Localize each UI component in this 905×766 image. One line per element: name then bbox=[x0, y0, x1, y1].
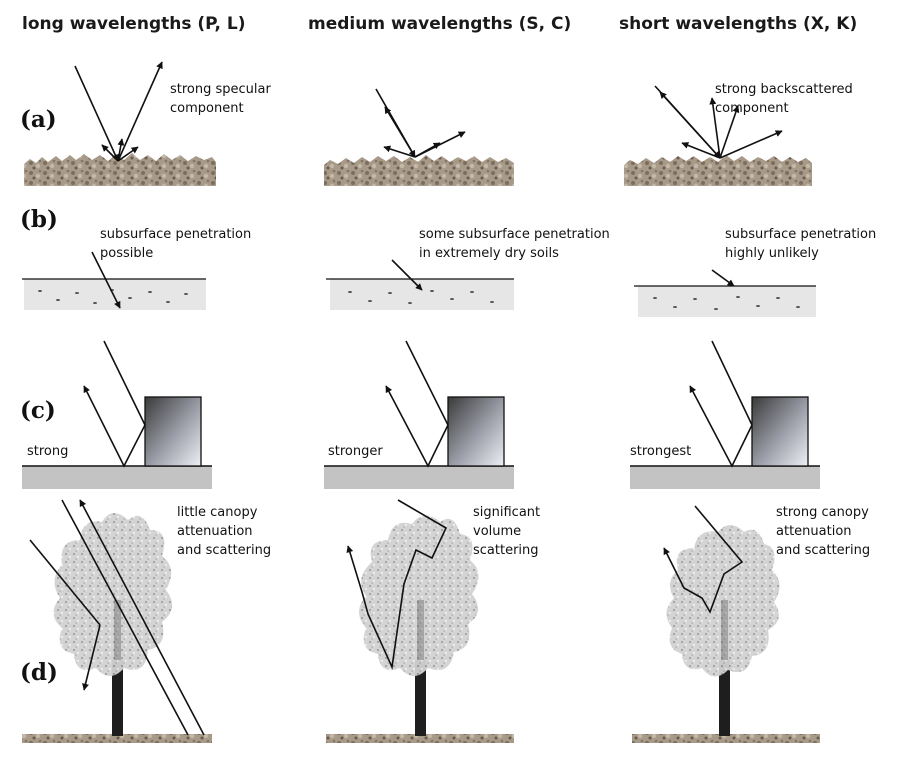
note-a-short: strong backscattered component bbox=[715, 82, 853, 116]
scatter-ray-a-long-2 bbox=[117, 138, 125, 162]
double-bounce-ray-medium bbox=[385, 340, 449, 468]
subsurface-layer-short bbox=[638, 286, 816, 317]
double-bounce-ray-short bbox=[689, 340, 753, 468]
specular-ray-a-long bbox=[117, 61, 163, 162]
canopy-incident-ray-long bbox=[29, 539, 101, 626]
strength-label-medium: stronger bbox=[328, 444, 383, 459]
note-d-long: little canopy attenuation and scattering bbox=[177, 505, 272, 558]
canopy-ray-in-long bbox=[61, 499, 189, 736]
note-b-long: subsurface penetration possible bbox=[100, 227, 252, 261]
scatter-ray-a-short-3 bbox=[719, 105, 740, 159]
soil-specks-b bbox=[38, 289, 800, 310]
canopy-ray-out-long bbox=[79, 499, 205, 736]
trunk-core-long bbox=[114, 600, 121, 660]
canopy-scatter-ray-long bbox=[82, 624, 101, 691]
note-d-medium: significant volume scattering bbox=[473, 505, 541, 558]
ground-strip-medium bbox=[326, 734, 514, 743]
volume-scatter-ray-medium bbox=[346, 499, 448, 670]
strength-label-short: strongest bbox=[630, 444, 692, 459]
trunk-core-short bbox=[721, 600, 728, 660]
subsurface-layer-medium bbox=[330, 279, 514, 310]
tree-canopy-short bbox=[666, 525, 780, 677]
incident-ray-a-long bbox=[74, 65, 119, 162]
building-short bbox=[751, 396, 809, 467]
building-medium bbox=[447, 396, 505, 467]
header-medium-wavelengths: medium wavelengths (S, C) bbox=[308, 14, 572, 34]
note-a-long: strong specular component bbox=[170, 82, 271, 116]
ground-slab-medium bbox=[324, 466, 514, 489]
row-label-a: (a) bbox=[20, 106, 57, 133]
tree-trunk-long bbox=[112, 660, 123, 736]
row-label-b: (b) bbox=[20, 206, 58, 233]
back-ray-a-medium bbox=[384, 106, 416, 158]
note-b-short: subsurface penetration highly unlikely bbox=[725, 227, 877, 261]
tree-canopy-medium bbox=[359, 515, 479, 676]
building-long bbox=[144, 396, 202, 467]
double-bounce-ray-long bbox=[83, 340, 146, 468]
row-b-group bbox=[22, 251, 816, 317]
penetration-ray-short bbox=[711, 269, 735, 287]
tree-trunk-medium bbox=[415, 660, 426, 736]
canopy-scatter-ray-short bbox=[663, 505, 744, 614]
ground-slab-short bbox=[630, 466, 820, 489]
row-label-c: (c) bbox=[20, 397, 56, 424]
row-c-group bbox=[22, 340, 820, 489]
header-short-wavelengths: short wavelengths (X, K) bbox=[619, 14, 858, 34]
scatter-ray-a-short-2 bbox=[709, 97, 721, 159]
row-d-group bbox=[22, 499, 820, 743]
strength-label-long: strong bbox=[27, 444, 69, 459]
rough-soil-short bbox=[624, 155, 812, 186]
note-b-medium: some subsurface penetration in extremely… bbox=[419, 227, 610, 261]
subsurface-layer-long bbox=[24, 279, 206, 310]
penetration-ray-medium bbox=[391, 259, 423, 291]
ground-strip-long bbox=[22, 734, 212, 743]
scatter-ray-a-medium-1 bbox=[383, 145, 416, 158]
tree-trunk-short bbox=[719, 660, 730, 736]
scatter-ray-a-short-1 bbox=[681, 142, 721, 159]
row-a-group bbox=[24, 61, 812, 186]
penetration-ray-long bbox=[91, 251, 121, 309]
ground-strip-short bbox=[632, 734, 820, 743]
trunk-core-medium bbox=[417, 600, 424, 660]
rough-soil-medium bbox=[324, 155, 514, 186]
scatter-ray-a-long-1 bbox=[101, 144, 119, 162]
header-long-wavelengths: long wavelengths (P, L) bbox=[22, 14, 246, 34]
note-d-short: strong canopy attenuation and scattering bbox=[776, 505, 871, 558]
row-label-d: (d) bbox=[20, 659, 58, 686]
scatter-ray-a-medium-3 bbox=[414, 131, 466, 158]
ground-slab-long bbox=[22, 466, 212, 489]
scatter-ray-a-short-4 bbox=[719, 130, 783, 159]
rough-soil-long bbox=[24, 153, 216, 186]
scatter-ray-a-long-3 bbox=[117, 146, 139, 162]
back-ray-a-short bbox=[659, 91, 721, 159]
